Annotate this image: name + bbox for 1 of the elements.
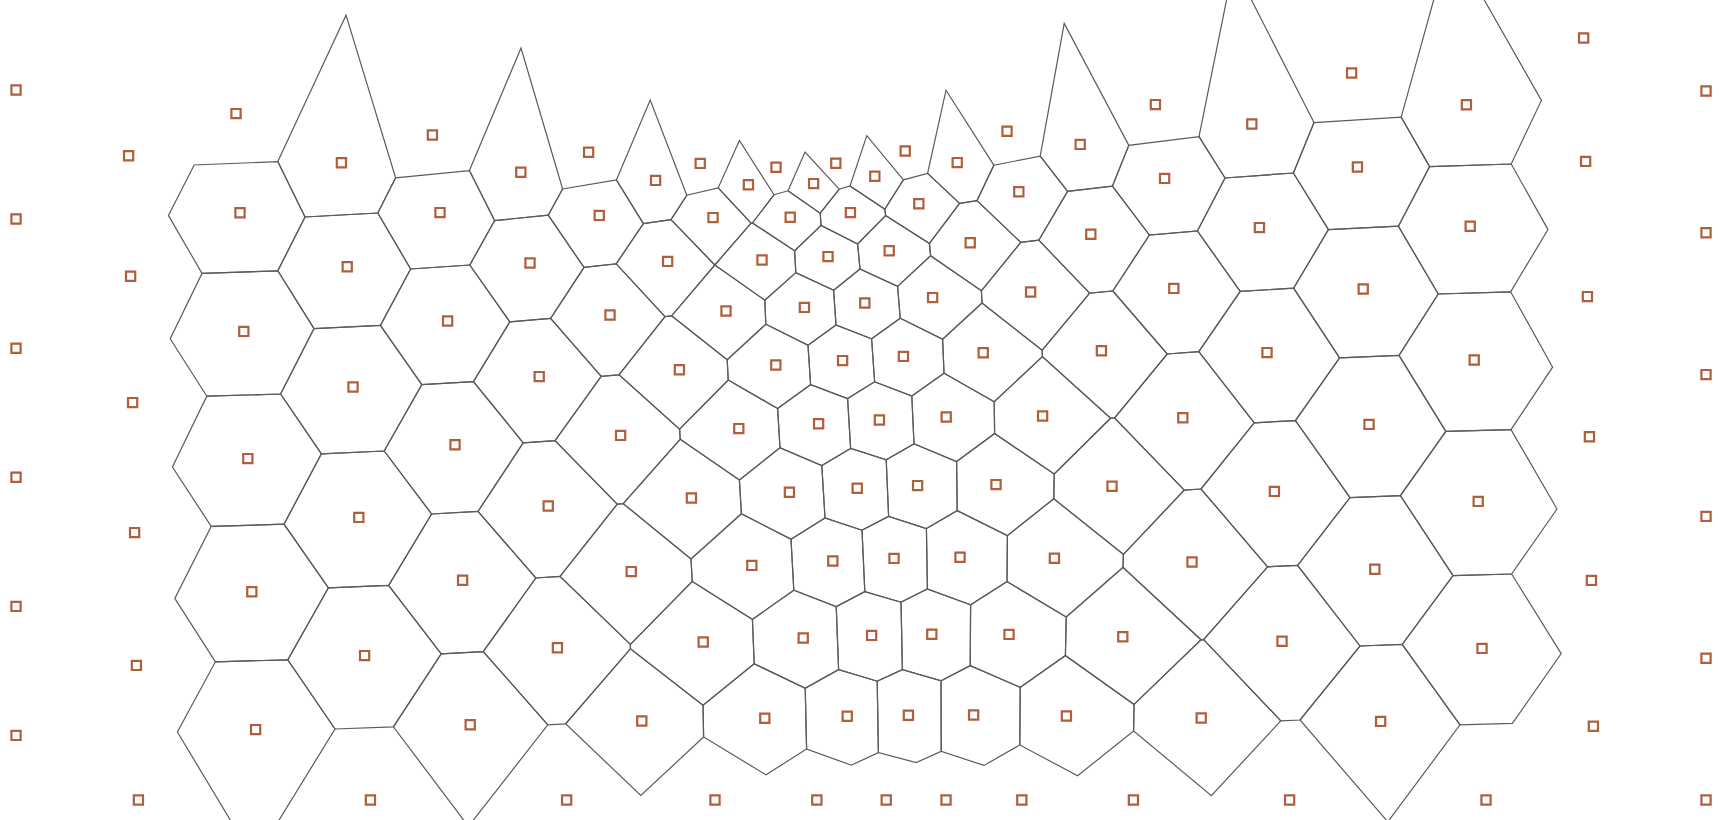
voronoi-drawing xyxy=(10,0,1712,820)
